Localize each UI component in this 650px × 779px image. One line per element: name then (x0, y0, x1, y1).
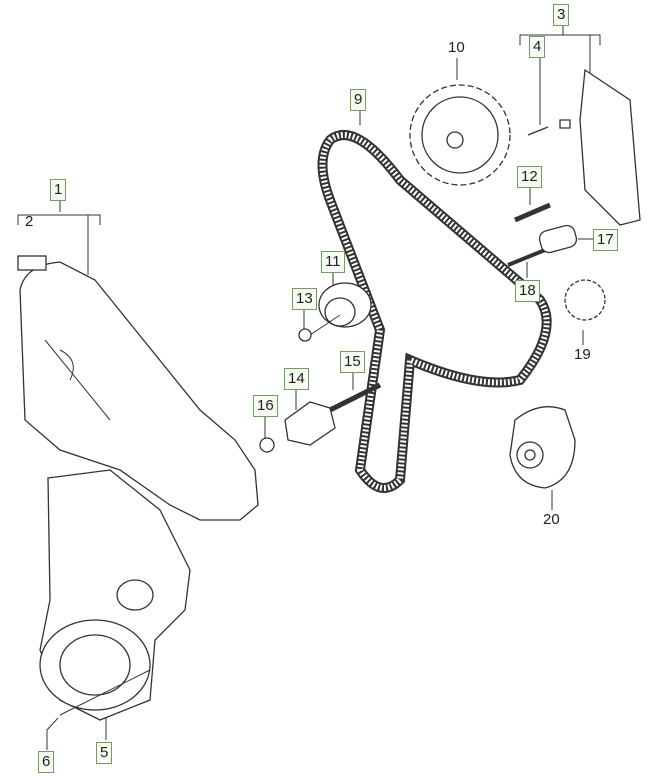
stud-15 (328, 382, 382, 413)
bolt-18 (507, 248, 546, 267)
callout-11: 11 (321, 251, 345, 273)
nut-13 (298, 328, 312, 342)
callout-4: 4 (529, 36, 546, 58)
callout-15: 15 (340, 351, 365, 373)
callout-9: 9 (350, 89, 367, 111)
callout-16: 16 (253, 395, 278, 417)
rear-panel (579, 68, 641, 226)
callout-1: 1 (50, 179, 67, 201)
callout-13: 13 (292, 288, 317, 310)
timing-belt-cover-upper (19, 261, 259, 521)
crankshaft-sprocket (564, 279, 606, 321)
callout-17: 17 (593, 229, 618, 251)
cap-2 (17, 255, 47, 271)
callout-5: 5 (96, 742, 113, 764)
callout-12: 12 (517, 166, 542, 188)
bolt-6 (59, 669, 151, 716)
callout-10: 10 (448, 39, 465, 56)
callout-19: 19 (574, 346, 591, 363)
callout-18: 18 (515, 280, 540, 302)
callout-3: 3 (553, 4, 570, 26)
callout-6: 6 (38, 751, 55, 773)
nut-16 (259, 437, 275, 453)
callout-2: 2 (25, 213, 34, 230)
sleeve-17 (538, 224, 578, 254)
stud-12 (514, 202, 551, 223)
callout-14: 14 (284, 368, 309, 390)
idler-roller (284, 401, 336, 446)
callout-20: 20 (543, 511, 560, 528)
